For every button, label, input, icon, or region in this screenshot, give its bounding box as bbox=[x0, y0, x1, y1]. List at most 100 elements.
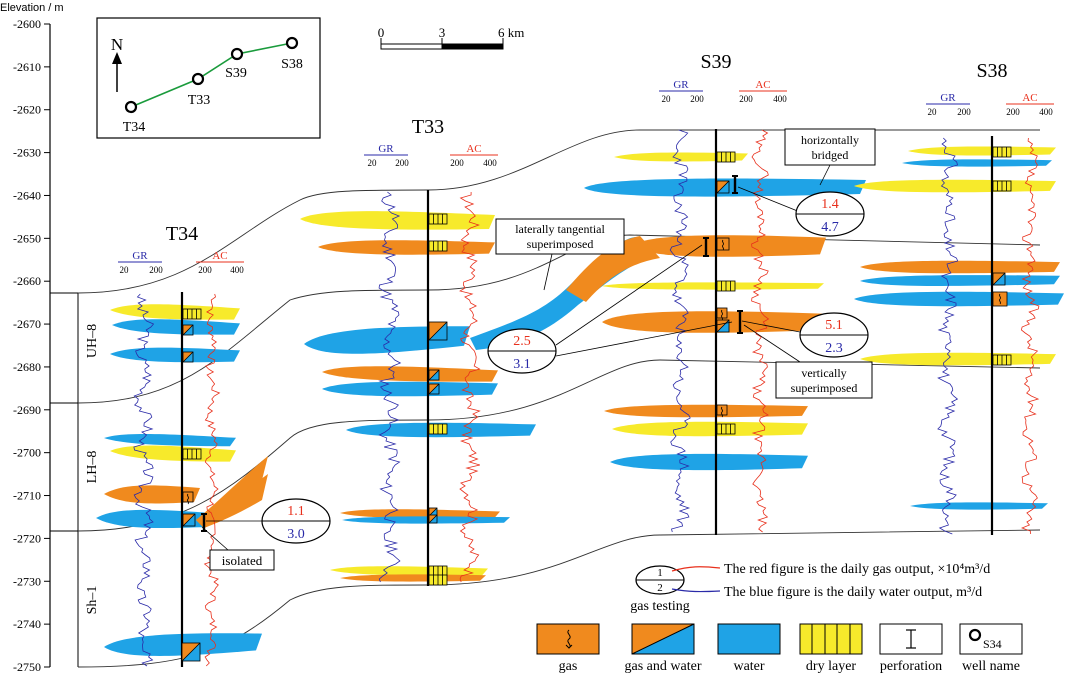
dry-layer-symbol bbox=[428, 423, 448, 435]
legend-label-water: water bbox=[733, 659, 764, 674]
water-layer bbox=[860, 275, 1060, 286]
well-marker-t33 bbox=[191, 72, 205, 86]
dry-layer bbox=[330, 566, 488, 576]
ac-label-s39: AC bbox=[755, 79, 770, 91]
gas-output-s39-upper: 1.4 bbox=[821, 197, 839, 212]
dry-layer-symbol bbox=[716, 151, 736, 163]
dry-layer-symbol bbox=[428, 574, 448, 586]
unit-column: UH–8 LH–8 Sh–1 bbox=[50, 292, 100, 667]
gas-layer bbox=[602, 311, 822, 333]
test-legend-caption: gas testing bbox=[630, 599, 690, 614]
legend-gas: gas bbox=[536, 623, 600, 674]
axis-tick-label: -2600 bbox=[13, 17, 41, 31]
axis-tick-label: -2750 bbox=[13, 660, 41, 674]
well-s38: S38 GR 20 200 AC 200 400 bbox=[926, 60, 1054, 535]
dry-layer-symbol bbox=[716, 423, 736, 435]
gas-symbol bbox=[716, 307, 728, 321]
water-layer bbox=[104, 433, 236, 447]
gr-max-t33: 200 bbox=[395, 158, 409, 168]
gas-symbol bbox=[992, 291, 1008, 307]
gr-max-s38: 200 bbox=[957, 107, 971, 117]
callout-vertical-line1: vertically bbox=[801, 366, 846, 380]
gr-max-s39: 200 bbox=[690, 94, 704, 104]
dry-layer-symbol bbox=[716, 280, 736, 292]
gr-label-t33: GR bbox=[378, 143, 394, 155]
axis-tick-label: -2670 bbox=[13, 317, 41, 331]
gas-layer bbox=[604, 404, 808, 418]
axis-tick-label: -2740 bbox=[13, 617, 41, 631]
unit-label-lh8: LH–8 bbox=[85, 451, 100, 484]
test-legend-red: The red figure is the daily gas output, … bbox=[724, 562, 990, 577]
ac-log-curve bbox=[751, 129, 770, 533]
dry-layer-symbol bbox=[182, 308, 202, 320]
gas-layer bbox=[860, 260, 1060, 274]
axis-tick-label: -2700 bbox=[13, 446, 41, 460]
gr-min-t33: 20 bbox=[368, 158, 378, 168]
water-output-s39-lower: 2.3 bbox=[825, 341, 843, 356]
gas-output-t34: 1.1 bbox=[287, 504, 305, 519]
unit-label-sh1: Sh–1 bbox=[85, 586, 100, 615]
gr-min-t34: 20 bbox=[120, 265, 130, 275]
gas-layer bbox=[196, 474, 268, 528]
well-title-t34: T34 bbox=[166, 223, 198, 245]
callout-vertical-line2: superimposed bbox=[791, 381, 858, 395]
well-title-s38: S38 bbox=[976, 60, 1007, 82]
dry-layer bbox=[612, 421, 808, 437]
axis-tick-label: -2650 bbox=[13, 231, 41, 245]
water-layer bbox=[112, 319, 240, 335]
ac-min-s39: 200 bbox=[739, 94, 753, 104]
test-legend-num1: 1 bbox=[657, 567, 663, 579]
gas-layer bbox=[566, 236, 660, 302]
gas-water-symbol bbox=[716, 319, 730, 333]
water-layer bbox=[910, 502, 1048, 510]
gas-testing-legend: 1 2 The red figure is the daily gas outp… bbox=[630, 562, 990, 614]
well-t34: T34 GR 20 200 AC 200 400 bbox=[118, 223, 244, 667]
gas-layer bbox=[322, 366, 498, 382]
gas-layer bbox=[104, 485, 200, 504]
dry-layer-symbol bbox=[992, 180, 1012, 192]
water-layer bbox=[902, 159, 1052, 167]
ac-label-t34: AC bbox=[212, 250, 227, 262]
legend-perforation: perforation bbox=[879, 623, 943, 674]
gas-water-symbol bbox=[428, 383, 440, 395]
gas-symbol bbox=[716, 237, 730, 251]
map-label-t33: T33 bbox=[188, 93, 211, 108]
ac-log-curve bbox=[203, 293, 221, 667]
dry-layer-symbol bbox=[428, 213, 448, 225]
dry-layer-symbol bbox=[992, 354, 1012, 366]
gas-test-t34: 1.1 3.0 bbox=[206, 498, 331, 544]
well-marker-icon bbox=[968, 628, 982, 642]
ac-log-curve bbox=[459, 192, 481, 583]
gr-log-curve bbox=[378, 191, 402, 583]
axis-tick-label: -2710 bbox=[13, 489, 41, 503]
well-trace-line bbox=[130, 42, 293, 108]
callout-vertically-superimposed: vertically superimposed bbox=[743, 324, 873, 399]
gas-layer bbox=[318, 240, 495, 255]
unit-label-uh8: UH–8 bbox=[85, 324, 100, 358]
gr-log-curve bbox=[937, 137, 959, 535]
ac-log-curve bbox=[1020, 137, 1040, 535]
ac-max-s38: 400 bbox=[1039, 107, 1053, 117]
legend-label-dry: dry layer bbox=[806, 659, 856, 674]
gas-output-s39-lower: 5.1 bbox=[825, 318, 843, 333]
gas-water-symbol bbox=[428, 321, 448, 341]
gas-water-symbol bbox=[428, 369, 440, 381]
map-label-s38: S38 bbox=[281, 57, 303, 72]
callout-horizontal-line1: horizontally bbox=[801, 133, 859, 147]
gas-symbol bbox=[182, 491, 194, 505]
water-output-t34: 3.0 bbox=[287, 527, 305, 542]
ac-min-s38: 200 bbox=[1006, 107, 1020, 117]
gr-log-curve bbox=[133, 293, 155, 667]
gas-layer bbox=[340, 574, 486, 582]
water-output-t33: 3.1 bbox=[513, 357, 531, 372]
gas-test-t33: 2.5 3.1 bbox=[487, 244, 733, 374]
north-arrow-icon bbox=[112, 52, 122, 64]
location-map: N T34 T33 S39 S38 bbox=[96, 17, 321, 139]
axis-tick-label: -2610 bbox=[13, 60, 41, 74]
gas-layer bbox=[340, 509, 500, 519]
dry-layer-symbol bbox=[992, 146, 1012, 158]
water-layer bbox=[110, 347, 240, 363]
axis-title: Elevation / m bbox=[0, 2, 64, 14]
axis-tick-label: -2620 bbox=[13, 103, 41, 117]
